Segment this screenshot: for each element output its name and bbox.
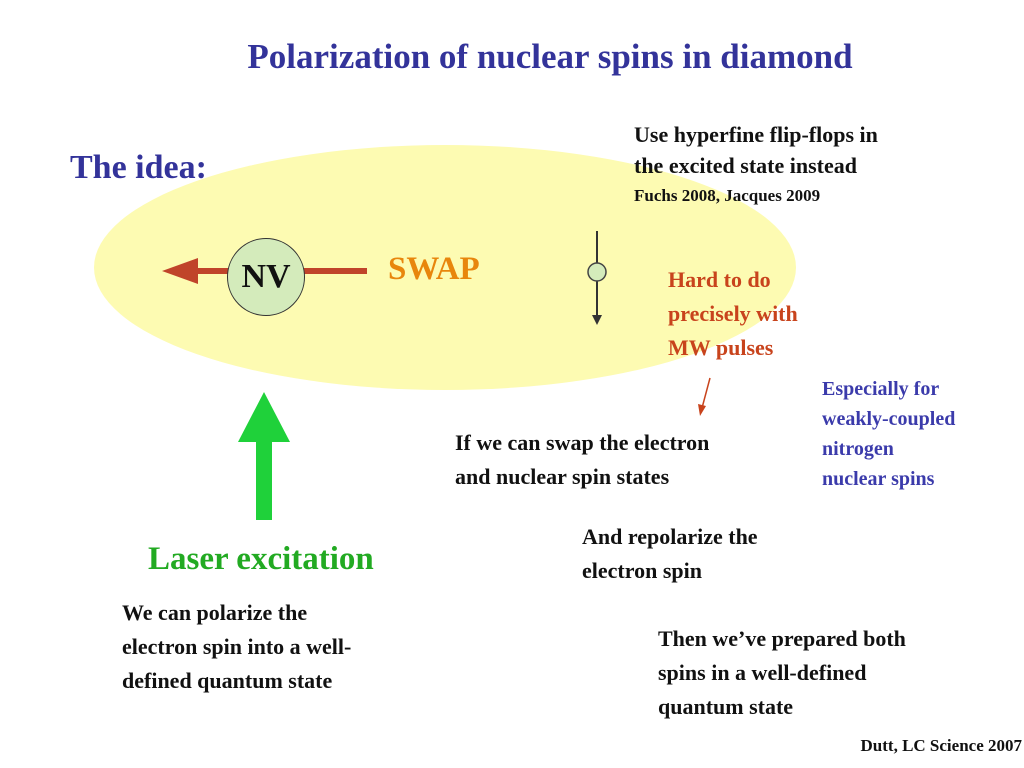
hyperfine-line: the excited state instead (634, 152, 858, 178)
hard-line: Hard to do (668, 267, 771, 292)
hard-to-do-note: Hard to do precisely with MW pulses (668, 263, 798, 365)
hyperfine-reference: Fuchs 2008, Jacques 2009 (634, 186, 821, 205)
swap-condition-note: If we can swap the electron and nuclear … (455, 426, 709, 494)
hard-pointer-line (701, 377, 711, 409)
hard-pointer-head (698, 404, 706, 416)
prepared-line: spins in a well-defined (658, 660, 867, 686)
slide-title: Polarization of nuclear spins in diamond (247, 37, 853, 76)
polarize-note: We can polarize the electron spin into a… (122, 596, 351, 698)
hard-line: MW pulses (668, 335, 774, 361)
laser-excitation-label: Laser excitation (148, 541, 374, 577)
nv-center-circle: NV (227, 238, 305, 316)
prepared-line: Then we’ve prepared both (658, 626, 906, 651)
weak-line: Especially for (822, 378, 940, 400)
nv-arrow-head (162, 258, 198, 284)
prepared-note: Then we’ve prepared both spins in a well… (658, 622, 906, 724)
citation: Dutt, LC Science 2007 (860, 736, 1022, 755)
weak-line: weakly-coupled (822, 408, 956, 430)
swap-condition-line: If we can swap the electron (455, 430, 710, 455)
laser-arrow-head (238, 392, 290, 442)
swap-label: SWAP (388, 251, 480, 287)
weakly-coupled-note: Especially for weakly-coupled nitrogen n… (822, 374, 955, 494)
polarize-line: We can polarize the (122, 600, 308, 625)
repolarize-note: And repolarize the electron spin (582, 520, 758, 588)
hard-line: precisely with (668, 301, 798, 327)
laser-arrow-shaft (256, 440, 272, 520)
swap-condition-line: and nuclear spin states (455, 464, 670, 490)
idea-highlight-ellipse (94, 145, 796, 390)
polarize-line: defined quantum state (122, 668, 333, 694)
polarize-line: electron spin into a well- (122, 634, 352, 660)
weak-line: nuclear spins (822, 468, 935, 490)
weak-line: nitrogen (822, 438, 894, 460)
prepared-line: quantum state (658, 694, 794, 720)
idea-label: The idea: (70, 149, 207, 186)
repolarize-line: And repolarize the (582, 524, 758, 549)
nuclear-spin-circle (587, 262, 607, 282)
hyperfine-note: Use hyperfine flip-flops in the excited … (634, 120, 878, 182)
nuclear-spin-arrow-head (592, 315, 602, 325)
hyperfine-line: Use hyperfine flip-flops in (634, 122, 878, 147)
repolarize-line: electron spin (582, 558, 702, 584)
